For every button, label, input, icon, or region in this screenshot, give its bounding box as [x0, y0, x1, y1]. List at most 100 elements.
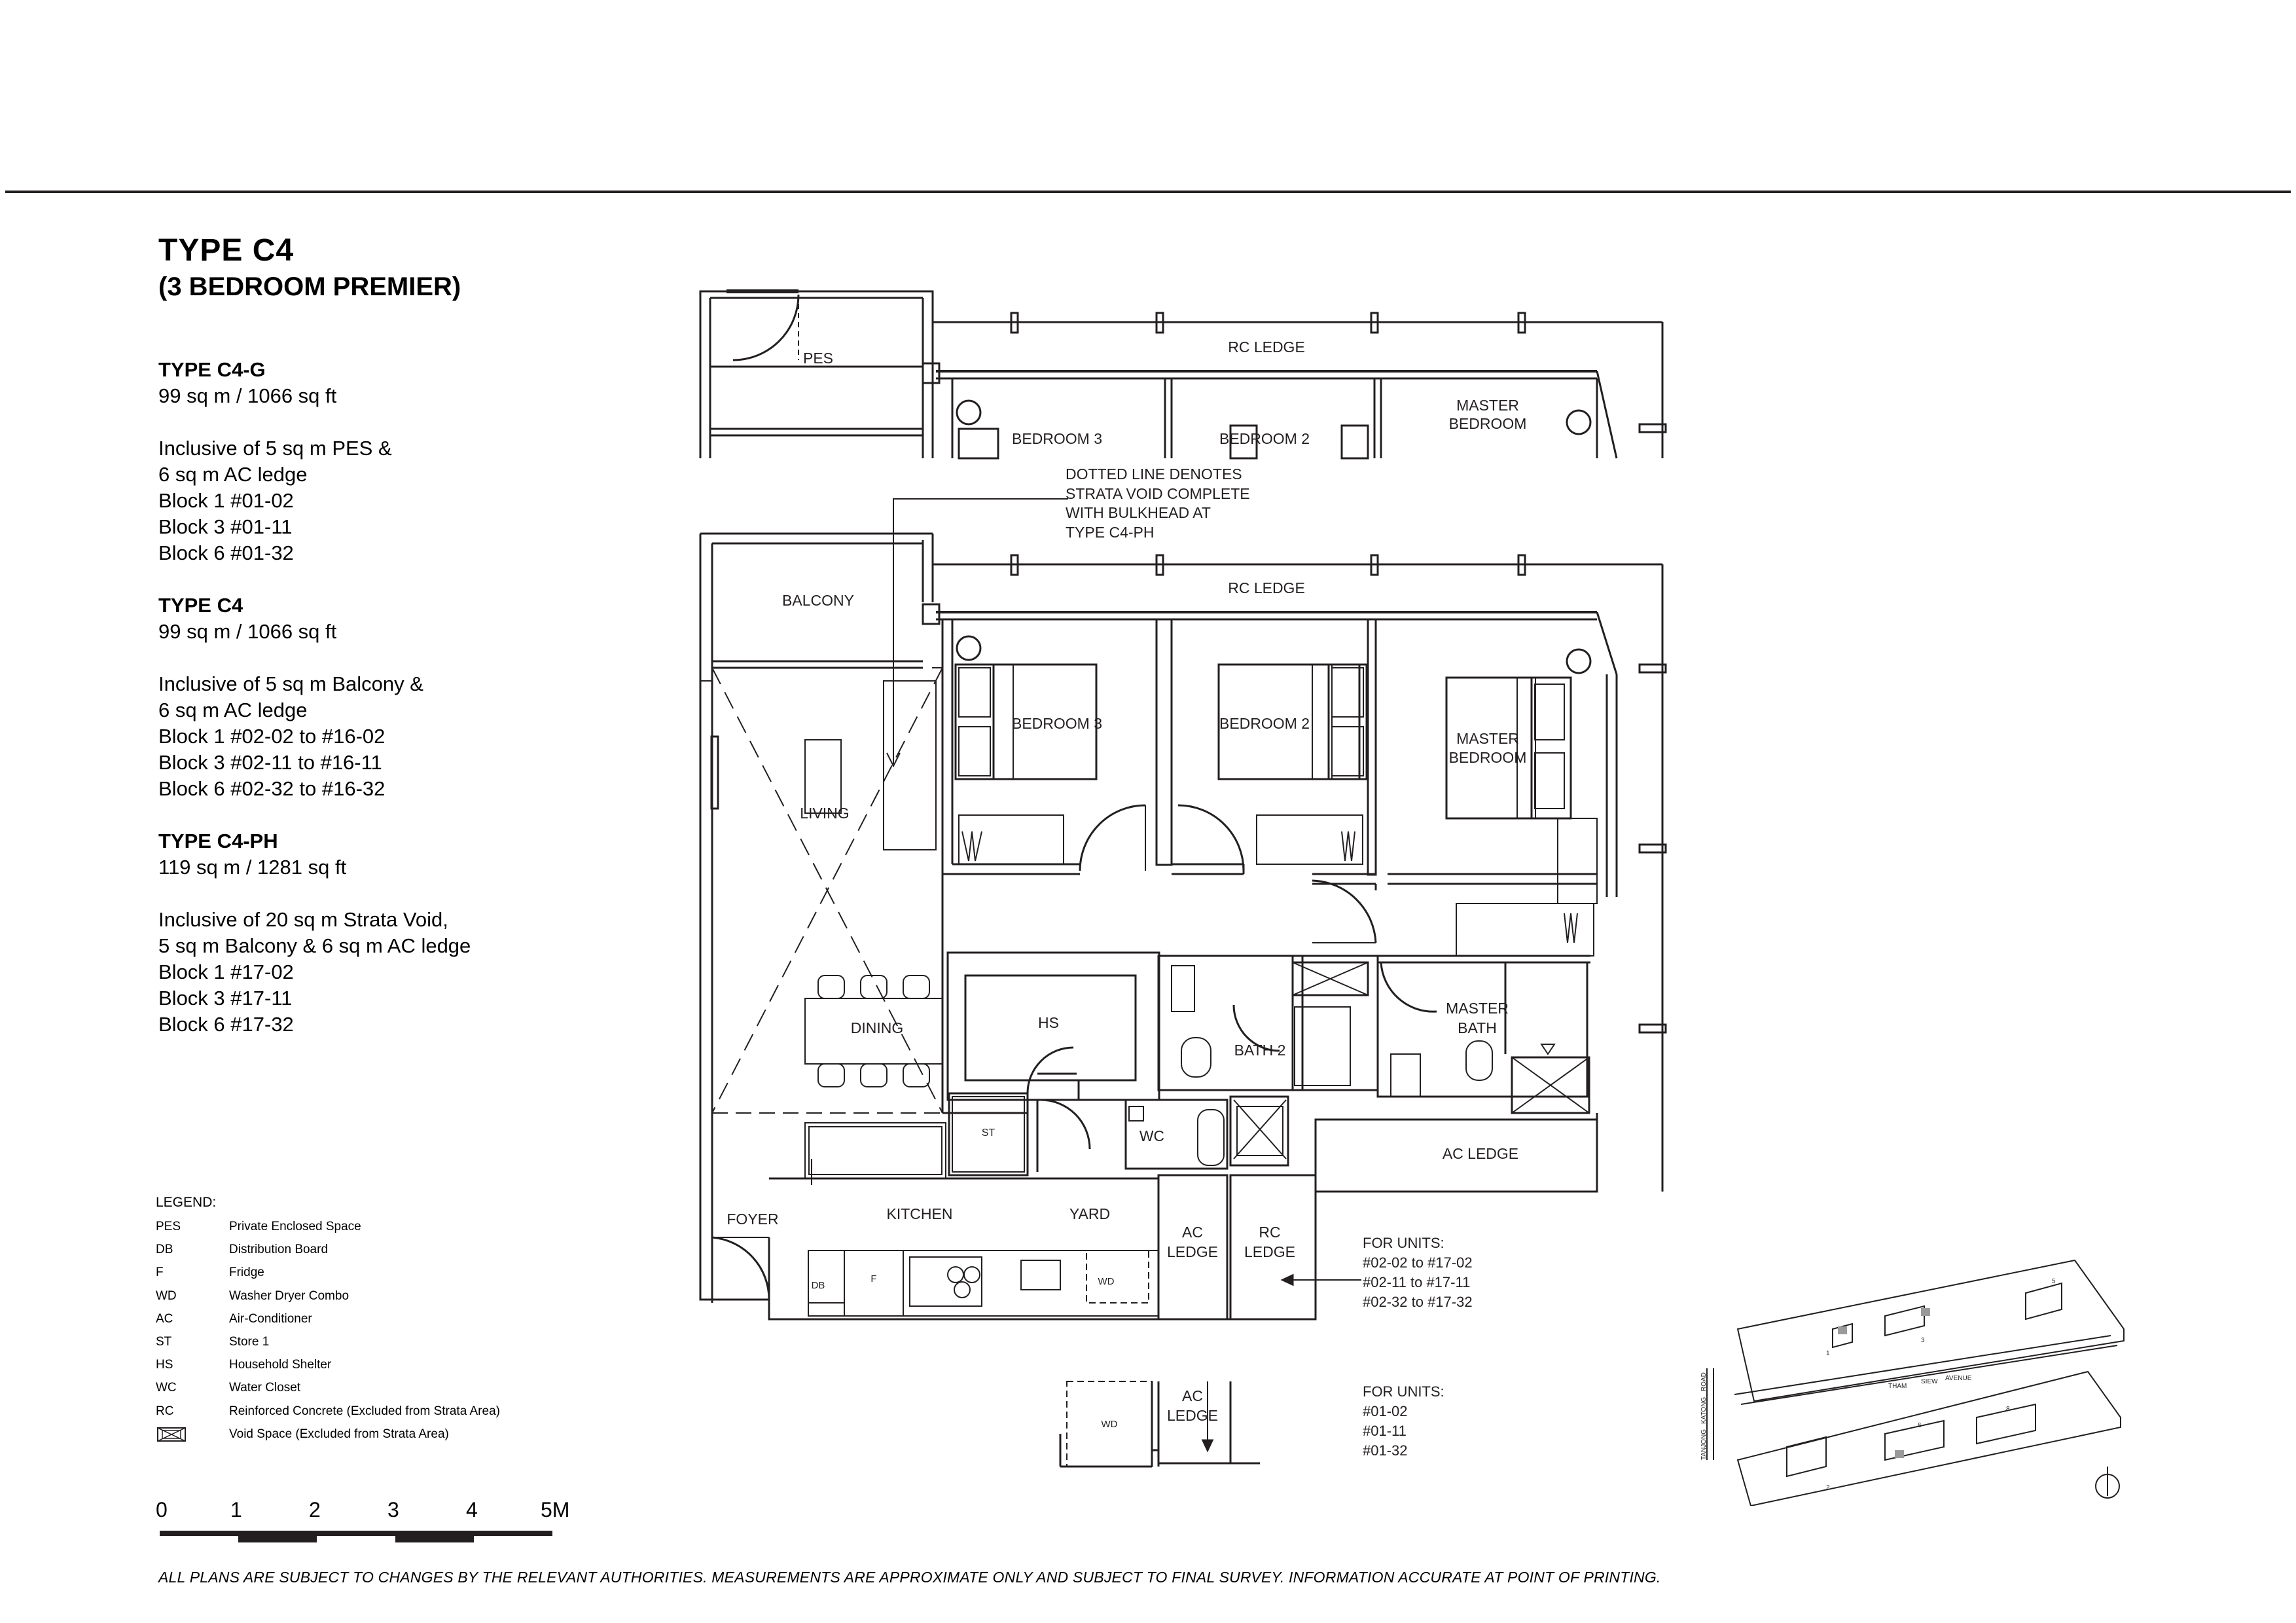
scale-label: 1: [230, 1498, 242, 1522]
legend-code: DB: [156, 1243, 173, 1257]
units-note-line: #01-11: [1363, 1423, 1407, 1439]
label-master-bath: MASTER: [1446, 1000, 1509, 1017]
unit-type-detail: Block 1 #02-02 to #16-02: [158, 725, 386, 748]
unit-type-area: 99 sq m / 1066 sq ft: [158, 384, 337, 407]
legend-desc: Fridge: [229, 1266, 264, 1280]
legend-row: Void Space (Excluded from Strata Area): [156, 1427, 449, 1450]
legend-code: PES: [156, 1220, 181, 1233]
label-ac-ledge-partial: AC: [1182, 1387, 1203, 1404]
label-living: LIVING: [800, 805, 849, 822]
scale-label: 3: [387, 1498, 399, 1522]
block-number: 3: [1921, 1337, 1925, 1344]
legend-title: LEGEND:: [156, 1195, 217, 1210]
block-number: 5: [2052, 1278, 2056, 1285]
label-dining: DINING: [851, 1019, 904, 1036]
scale-label: 4: [466, 1498, 478, 1522]
label-bedroom-3: BEDROOM 3: [1012, 715, 1102, 732]
legend-code: RC: [156, 1404, 174, 1418]
unit-type-detail: Block 1 #17-02: [158, 960, 294, 983]
scale-bar-base: [160, 1531, 552, 1536]
scale-bar: 0 1 2 3 4 5M: [156, 1498, 569, 1542]
label-master-bedroom: BEDROOM: [1449, 749, 1527, 766]
label-master-bedroom-top: BEDROOM: [1449, 415, 1527, 432]
unit-type-detail: 6 sq m AC ledge: [158, 463, 308, 486]
legend-code: HS: [156, 1358, 173, 1372]
label-master-bedroom: MASTER: [1456, 730, 1519, 747]
block-number: 2: [1826, 1484, 1830, 1491]
unit-type-area: 119 sq m / 1281 sq ft: [158, 856, 347, 879]
void-note: WITH BULKHEAD AT: [1066, 504, 1211, 521]
unit-type-detail: Block 6 #02-32 to #16-32: [158, 777, 386, 800]
legend-code: AC: [156, 1311, 173, 1326]
legend-desc: Household Shelter: [229, 1358, 332, 1372]
site-highlight-block-3: [1921, 1308, 1930, 1316]
block-number: 6: [1918, 1422, 1922, 1429]
legend-code: ST: [156, 1334, 172, 1349]
block-number: 8: [2006, 1406, 2010, 1413]
legend-desc: Void Space (Excluded from Strata Area): [229, 1427, 449, 1441]
unit-type-group-c4ph: TYPE C4-PH 119 sq m / 1281 sq ft Inclusi…: [158, 828, 630, 1038]
page-subtitle: (3 BEDROOM PREMIER): [158, 272, 461, 301]
site-key-plan: THAM SIEW AVENUE TANJONG KATONG ROAD 1 2…: [1700, 1259, 2125, 1506]
site-highlight-block-1: [1838, 1326, 1847, 1334]
scale-label: 2: [309, 1498, 321, 1522]
label-bedroom-3-top: BEDROOM 3: [1012, 430, 1102, 447]
label-wc: WC: [1139, 1127, 1164, 1144]
unit-type-group-c4g: TYPE C4-G 99 sq m / 1066 sq ft Inclusive…: [158, 357, 630, 566]
legend-row: ST Store 1: [156, 1334, 269, 1358]
void-note: TYPE C4-PH: [1066, 524, 1154, 541]
street-label: AVENUE: [1945, 1375, 1972, 1382]
label-wd: WD: [1098, 1276, 1115, 1287]
label-wd-lower: WD: [1102, 1419, 1118, 1430]
unit-type-detail: Block 3 #02-11 to #16-11: [158, 751, 382, 774]
scale-bar-segment: [238, 1531, 317, 1542]
units-note-line: #02-02 to #17-02: [1363, 1254, 1473, 1271]
units-note-line: #02-32 to #17-32: [1363, 1294, 1473, 1310]
unit-type-detail: Block 6 #01-32: [158, 541, 294, 564]
unit-type-area: 99 sq m / 1066 sq ft: [158, 620, 337, 643]
legend-desc: Store 1: [229, 1334, 270, 1349]
label-kitchen: KITCHEN: [887, 1205, 953, 1222]
label-ac-ledge-lower: AC: [1182, 1224, 1203, 1241]
page-title: TYPE C4: [158, 233, 295, 268]
street-label: THAM: [1888, 1383, 1907, 1390]
void-box-icon: [157, 1427, 186, 1442]
plan-lines: [699, 289, 1667, 1468]
top-divider-line: [5, 191, 2291, 193]
label-bedroom-2-top: BEDROOM 2: [1219, 430, 1310, 447]
label-ac-ledge-partial: LEDGE: [1167, 1407, 1218, 1424]
label-foyer: FOYER: [726, 1211, 778, 1228]
label-balcony: BALCONY: [782, 592, 854, 609]
unit-type-detail: Inclusive of 20 sq m Strata Void,: [158, 908, 448, 931]
label-ac-ledge-lower: LEDGE: [1167, 1243, 1218, 1260]
label-st: ST: [982, 1127, 996, 1139]
label-hs: HS: [1038, 1014, 1059, 1031]
legend-code: WD: [156, 1288, 177, 1303]
label-master-bath: BATH: [1458, 1019, 1497, 1036]
label-rc-ledge-top: RC LEDGE: [1228, 338, 1305, 356]
legend-desc: Air-Conditioner: [229, 1311, 312, 1326]
label-rc-ledge: RC LEDGE: [1228, 579, 1305, 596]
unit-type-detail: Block 6 #17-32: [158, 1013, 294, 1036]
void-note: DOTTED LINE DENOTES: [1066, 465, 1242, 483]
road-label: TANJONG: [1700, 1429, 1708, 1460]
unit-type-group-c4: TYPE C4 99 sq m / 1066 sq ft Inclusive o…: [158, 593, 630, 802]
unit-type-detail: Block 3 #17-11: [158, 987, 293, 1010]
label-bedroom-2: BEDROOM 2: [1219, 715, 1310, 732]
units-note-line: #01-02: [1363, 1403, 1408, 1419]
legend-desc: Water Closet: [229, 1381, 301, 1395]
scale-label: 5M: [541, 1498, 570, 1522]
legend-row: AC Air-Conditioner: [156, 1311, 312, 1335]
label-db: DB: [812, 1280, 825, 1291]
unit-type-heading: TYPE C4: [158, 594, 243, 617]
unit-type-detail: Inclusive of 5 sq m Balcony &: [158, 672, 423, 695]
floor-plan: PES RC LEDGE BEDROOM 3 BEDROOM 2 MASTER …: [699, 289, 1667, 1468]
site-highlight-block-6: [1895, 1450, 1904, 1458]
label-f: F: [870, 1273, 876, 1285]
